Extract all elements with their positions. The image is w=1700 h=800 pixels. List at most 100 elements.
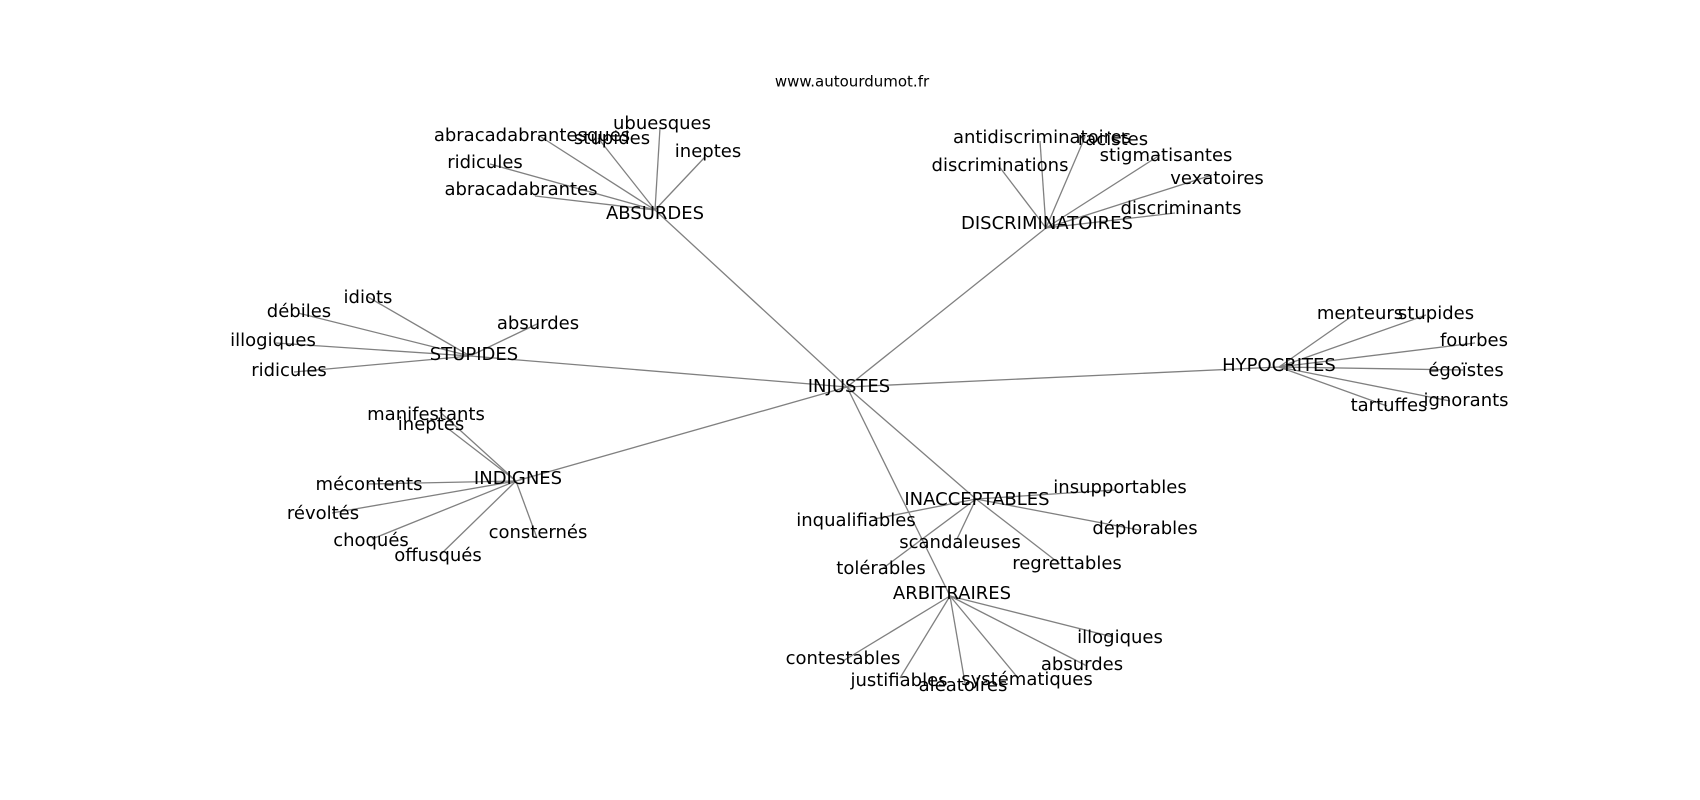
root-word-label: INJUSTES <box>808 376 890 397</box>
edge-hub-leaf <box>899 595 951 679</box>
edge-root-hub <box>846 366 1280 388</box>
edge-hub-leaf <box>331 480 517 514</box>
edge-hub-leaf <box>1039 140 1047 229</box>
edge-hub-leaf <box>367 480 517 485</box>
leaf-word-label: contestables <box>786 648 901 669</box>
hub-word-label: HYPOCRITES <box>1222 355 1336 376</box>
leaf-word-label: inqualifiables <box>796 510 916 531</box>
leaf-word-label: ineptes <box>675 141 741 162</box>
edge-hub-leaf <box>445 426 517 482</box>
edge-hub-leaf <box>1278 366 1464 371</box>
edge-hub-leaf <box>537 134 656 211</box>
edge-root-hub <box>469 355 848 388</box>
edge-root-hub <box>654 209 848 388</box>
leaf-word-label: stigmatisantes <box>1100 145 1233 166</box>
hub-word-label: ARBITRAIRES <box>893 583 1011 604</box>
edge-hub-leaf <box>439 411 517 482</box>
edge-hub-leaf <box>367 296 471 357</box>
edge-hub-leaf <box>371 480 517 540</box>
leaf-word-label: ineptes <box>398 414 464 435</box>
edge-hub-leaf <box>489 163 656 211</box>
hub-word-label: DISCRIMINATOIRES <box>961 213 1133 234</box>
edge-hub-leaf <box>534 195 656 211</box>
edge-hub-leaf <box>949 595 1019 679</box>
edge-hub-leaf <box>1278 314 1427 368</box>
hub-word-label: INDIGNES <box>474 468 562 489</box>
edge-hub-leaf <box>997 164 1047 229</box>
leaf-word-label: ridicules <box>447 152 523 173</box>
leaf-word-label: abracadabrantesques <box>434 125 630 146</box>
leaf-word-label: illogiques <box>230 330 316 351</box>
hub-word-label: ABSURDES <box>606 203 704 224</box>
edge-hub-leaf <box>597 137 656 211</box>
edge-hub-leaf <box>975 489 1116 500</box>
edge-hub-leaf <box>949 595 1088 667</box>
leaf-word-label: aléatoires <box>919 675 1008 696</box>
edge-hub-leaf <box>949 595 966 684</box>
edge-hub-leaf <box>654 156 706 211</box>
edge-root-hub <box>846 386 977 500</box>
graph-labels: www.autourdumot.fr abracadabrantesquesst… <box>230 73 1508 697</box>
leaf-word-label: révoltés <box>287 503 359 524</box>
edge-hub-leaf <box>1278 366 1451 402</box>
leaf-word-label: manifestants <box>367 404 485 425</box>
leaf-word-label: discriminations <box>932 155 1069 176</box>
edge-hub-leaf <box>1045 174 1213 229</box>
leaf-word-label: absurdes <box>1041 654 1123 675</box>
leaf-word-label: ignorants <box>1423 390 1508 411</box>
leaf-word-label: fourbes <box>1440 330 1508 351</box>
leaf-word-label: idiots <box>344 287 393 308</box>
leaf-word-label: débiles <box>267 301 331 322</box>
edge-hub-leaf <box>439 480 517 556</box>
leaf-word-label: consternés <box>489 522 588 543</box>
leaf-word-label: choqués <box>333 530 409 551</box>
edge-hub-leaf <box>297 312 471 357</box>
edge-root-hub <box>515 386 848 482</box>
edge-hub-leaf <box>275 342 471 357</box>
leaf-word-label: regrettables <box>1012 553 1122 574</box>
edge-hub-leaf <box>1278 366 1388 407</box>
leaf-word-label: ridicules <box>251 360 327 381</box>
edge-hub-leaf <box>469 323 538 357</box>
leaf-word-label: vexatoires <box>1170 168 1264 189</box>
leaf-word-label: offusqués <box>394 545 482 566</box>
leaf-word-label: discriminants <box>1121 198 1242 219</box>
graph-edges <box>275 127 1476 684</box>
leaf-word-label: abracadabrantes <box>444 179 597 200</box>
leaf-word-label: antidiscriminatoires <box>953 127 1131 148</box>
leaf-word-label: illogiques <box>1077 627 1163 648</box>
hub-word-label: STUPIDES <box>430 344 518 365</box>
edge-hub-leaf <box>654 127 661 211</box>
leaf-word-label: déplorables <box>1092 518 1197 539</box>
leaf-word-label: scandaleuses <box>899 532 1020 553</box>
edge-hub-leaf <box>515 480 538 539</box>
leaf-word-label: tolérables <box>836 558 925 579</box>
edge-hub-leaf <box>1278 342 1476 368</box>
leaf-word-label: stupides <box>574 128 650 149</box>
leaf-word-label: absurdes <box>497 313 579 334</box>
edge-hub-leaf <box>293 355 471 373</box>
edge-hub-leaf <box>842 595 951 662</box>
edge-hub-leaf <box>949 595 1114 638</box>
leaf-word-label: insupportables <box>1053 477 1186 498</box>
edge-root-hub <box>846 227 1047 388</box>
edge-hub-leaf <box>1045 154 1161 229</box>
edge-root-hub <box>846 386 951 597</box>
leaf-word-label: ubuesques <box>613 113 711 134</box>
leaf-word-label: stupides <box>1398 303 1474 324</box>
edge-hub-leaf <box>956 498 977 540</box>
edge-hub-leaf <box>975 498 1061 565</box>
edge-hub-leaf <box>881 498 977 570</box>
edge-hub-leaf <box>975 498 1140 531</box>
leaf-word-label: racistes <box>1078 129 1148 150</box>
hub-word-label: INACCEPTABLES <box>904 489 1049 510</box>
leaf-word-label: justifiables <box>849 670 947 691</box>
leaf-word-label: mécontents <box>316 474 423 495</box>
edge-hub-leaf <box>1278 313 1356 368</box>
edge-hub-leaf <box>873 498 977 520</box>
leaf-word-label: tartuffes <box>1351 395 1428 416</box>
edge-hub-leaf <box>1045 212 1176 229</box>
edge-hub-leaf <box>1045 136 1086 229</box>
leaf-word-label: menteurs <box>1317 303 1403 324</box>
